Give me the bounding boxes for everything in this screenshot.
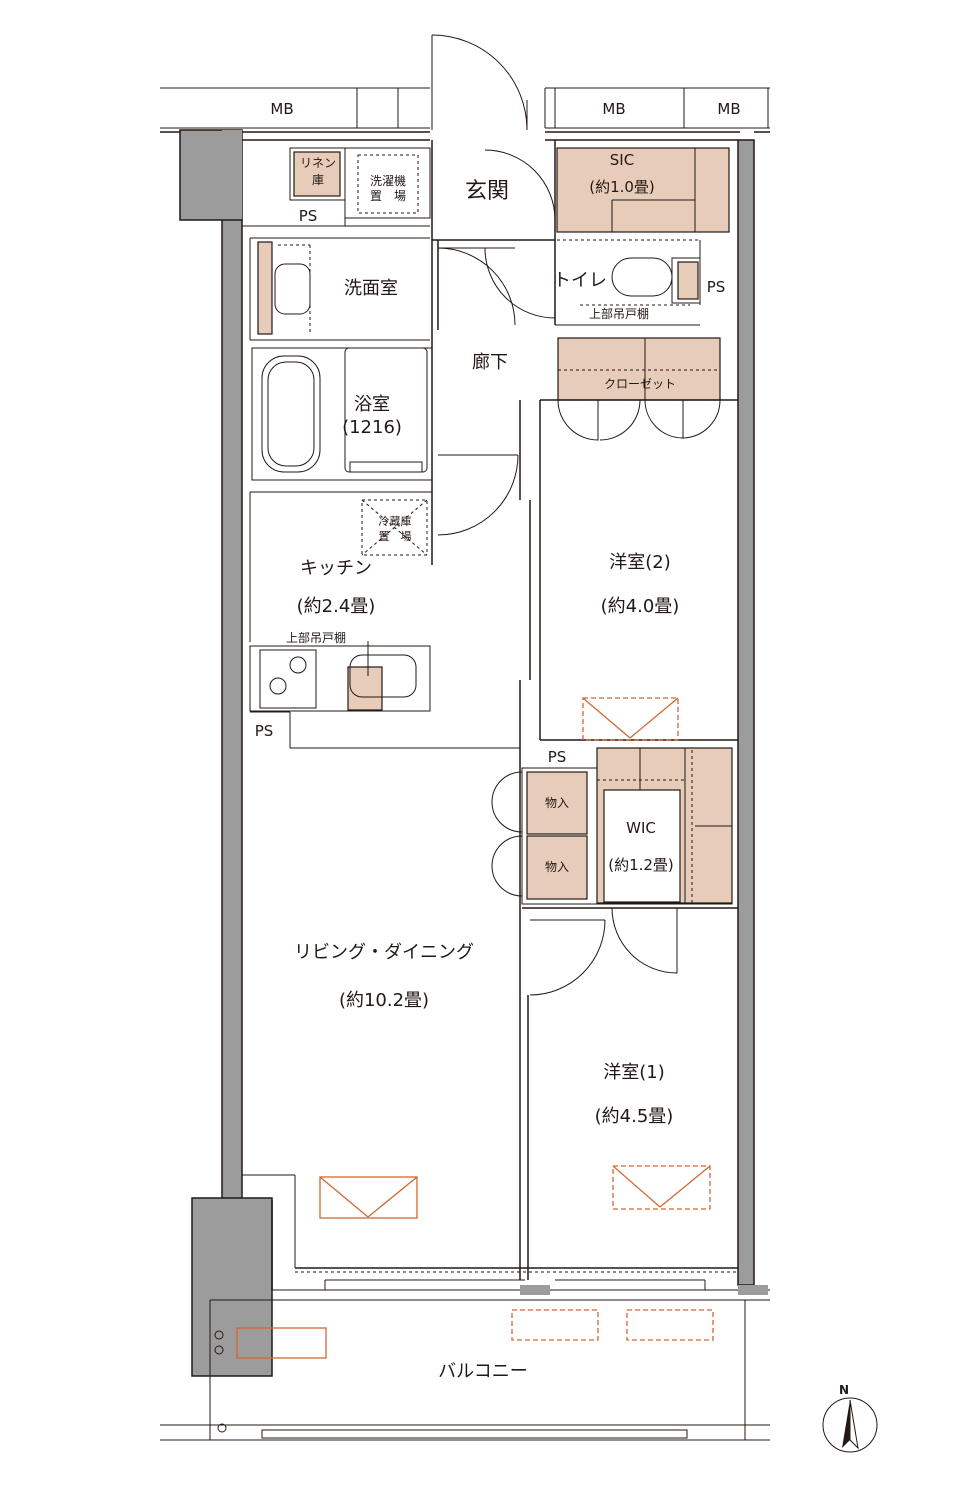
storage-label-1: 物入 (545, 796, 569, 810)
living-label-2: (約10.2畳) (339, 990, 429, 1011)
living-label-1: リビング・ダイニング (294, 942, 474, 963)
washer-label-2: 置 場 (370, 189, 406, 203)
sic-label-2: (約1.0畳) (589, 178, 655, 196)
wic-label-2: (約1.2畳) (608, 856, 674, 874)
corridor-label: 廊下 (472, 352, 508, 373)
balcony-label: バルコニー (438, 1361, 528, 1382)
ps-label-2: PS (707, 278, 726, 296)
kitchen-upper-cabinet-label: 上部吊戸棚 (286, 630, 346, 645)
fridge-label-2: 置 場 (379, 530, 412, 543)
bath-label-1: 浴室 (354, 394, 390, 415)
ps-label-1: PS (299, 207, 318, 225)
north-arrow-icon (822, 1397, 878, 1453)
toilet-label: トイレ (553, 270, 607, 291)
wic-label-1: WIC (626, 819, 656, 837)
washer-label-1: 洗濯機 (370, 173, 406, 188)
kitchen-label-2: (約2.4畳) (297, 596, 376, 617)
ps-label-3: PS (255, 722, 274, 740)
interior-walls (160, 140, 770, 1441)
mb-label-1: MB (270, 100, 293, 118)
fridge-label-1: 冷蔵庫 (379, 514, 412, 528)
entrance-label: 玄関 (465, 179, 509, 204)
entrance-door (431, 34, 528, 131)
mb-strip (160, 87, 770, 129)
western2-label-2: (約4.0畳) (601, 596, 680, 617)
storage-label-2: 物入 (545, 860, 569, 874)
closet-label: クローゼット (604, 377, 676, 391)
kitchen-label-1: キッチン (300, 558, 372, 579)
ps-label-4: PS (548, 748, 567, 766)
outer-walls (160, 129, 770, 1377)
western1-label-2: (約4.5畳) (595, 1106, 674, 1127)
sic-label-1: SIC (610, 151, 634, 169)
linen-label-1: リネン (300, 156, 336, 170)
linen-label-2: 庫 (312, 173, 324, 187)
toilet-upper-cabinet-label: 上部吊戸棚 (589, 306, 649, 321)
bath-label-2: (1216) (342, 417, 402, 438)
western2-label-1: 洋室(2) (609, 552, 671, 573)
mb-label-2: MB (602, 100, 625, 118)
mb-label-3: MB (717, 100, 740, 118)
washroom-label: 洗面室 (344, 278, 398, 299)
north-label: N (839, 1383, 849, 1397)
western1-label-1: 洋室(1) (603, 1062, 665, 1083)
